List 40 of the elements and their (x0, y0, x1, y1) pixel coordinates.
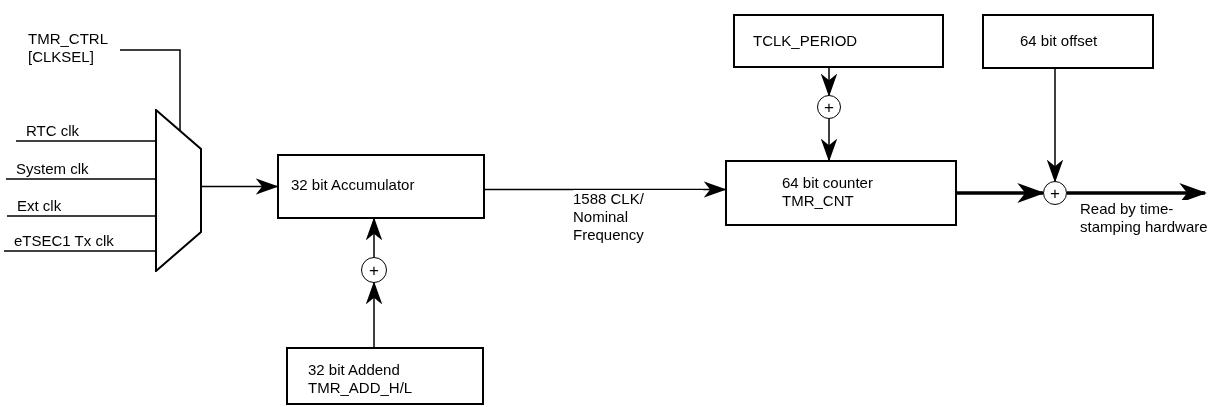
signal-line (119, 49, 181, 132)
signal-label: Ext clk (17, 197, 97, 215)
signal-line (3, 250, 156, 252)
plus-sign: + (824, 98, 834, 116)
process-box (982, 14, 1154, 69)
edge-label: 1588 CLK/ Nominal Frequency (573, 190, 703, 244)
box-label: 64 bit offset (1020, 32, 1098, 50)
signal-line (6, 215, 156, 217)
adder-circle (1043, 181, 1067, 205)
box-label: 32 bit Accumulator (291, 176, 415, 194)
box-label: 64 bit counter (782, 174, 873, 192)
arrow (484, 181, 727, 198)
arrow (957, 183, 1045, 203)
adder-circle (817, 95, 841, 119)
arrow (201, 178, 279, 195)
process-box (733, 14, 944, 68)
process-box (286, 347, 484, 405)
signal-label: System clk (16, 160, 126, 178)
box-label: 32 bit Addend (308, 361, 400, 379)
process-box (277, 154, 485, 219)
signal-label: eTSEC1 Tx clk (14, 232, 144, 250)
arrow (820, 118, 838, 162)
multiplexer-shape (155, 109, 202, 272)
arrow (365, 281, 383, 348)
signal-line (5, 178, 156, 180)
arrow (1067, 183, 1207, 203)
arrow (820, 67, 838, 97)
signal-line (15, 140, 156, 142)
plus-sign: + (369, 261, 379, 279)
arrow (365, 217, 383, 258)
edge-label: Read by time-stamping hardware (1080, 200, 1210, 236)
process-box (725, 160, 957, 226)
box-label: TMR_CNT (782, 192, 854, 210)
box-label: TCLK_PERIOD (753, 32, 858, 50)
adder-circle (361, 257, 387, 283)
plus-sign: + (1050, 184, 1060, 202)
signal-label: RTC clk (26, 122, 106, 140)
arrow (1046, 68, 1064, 183)
signal-label: TMR_CTRL [CLKSEL] (28, 30, 123, 66)
box-label: TMR_ADD_H/L (308, 379, 413, 397)
